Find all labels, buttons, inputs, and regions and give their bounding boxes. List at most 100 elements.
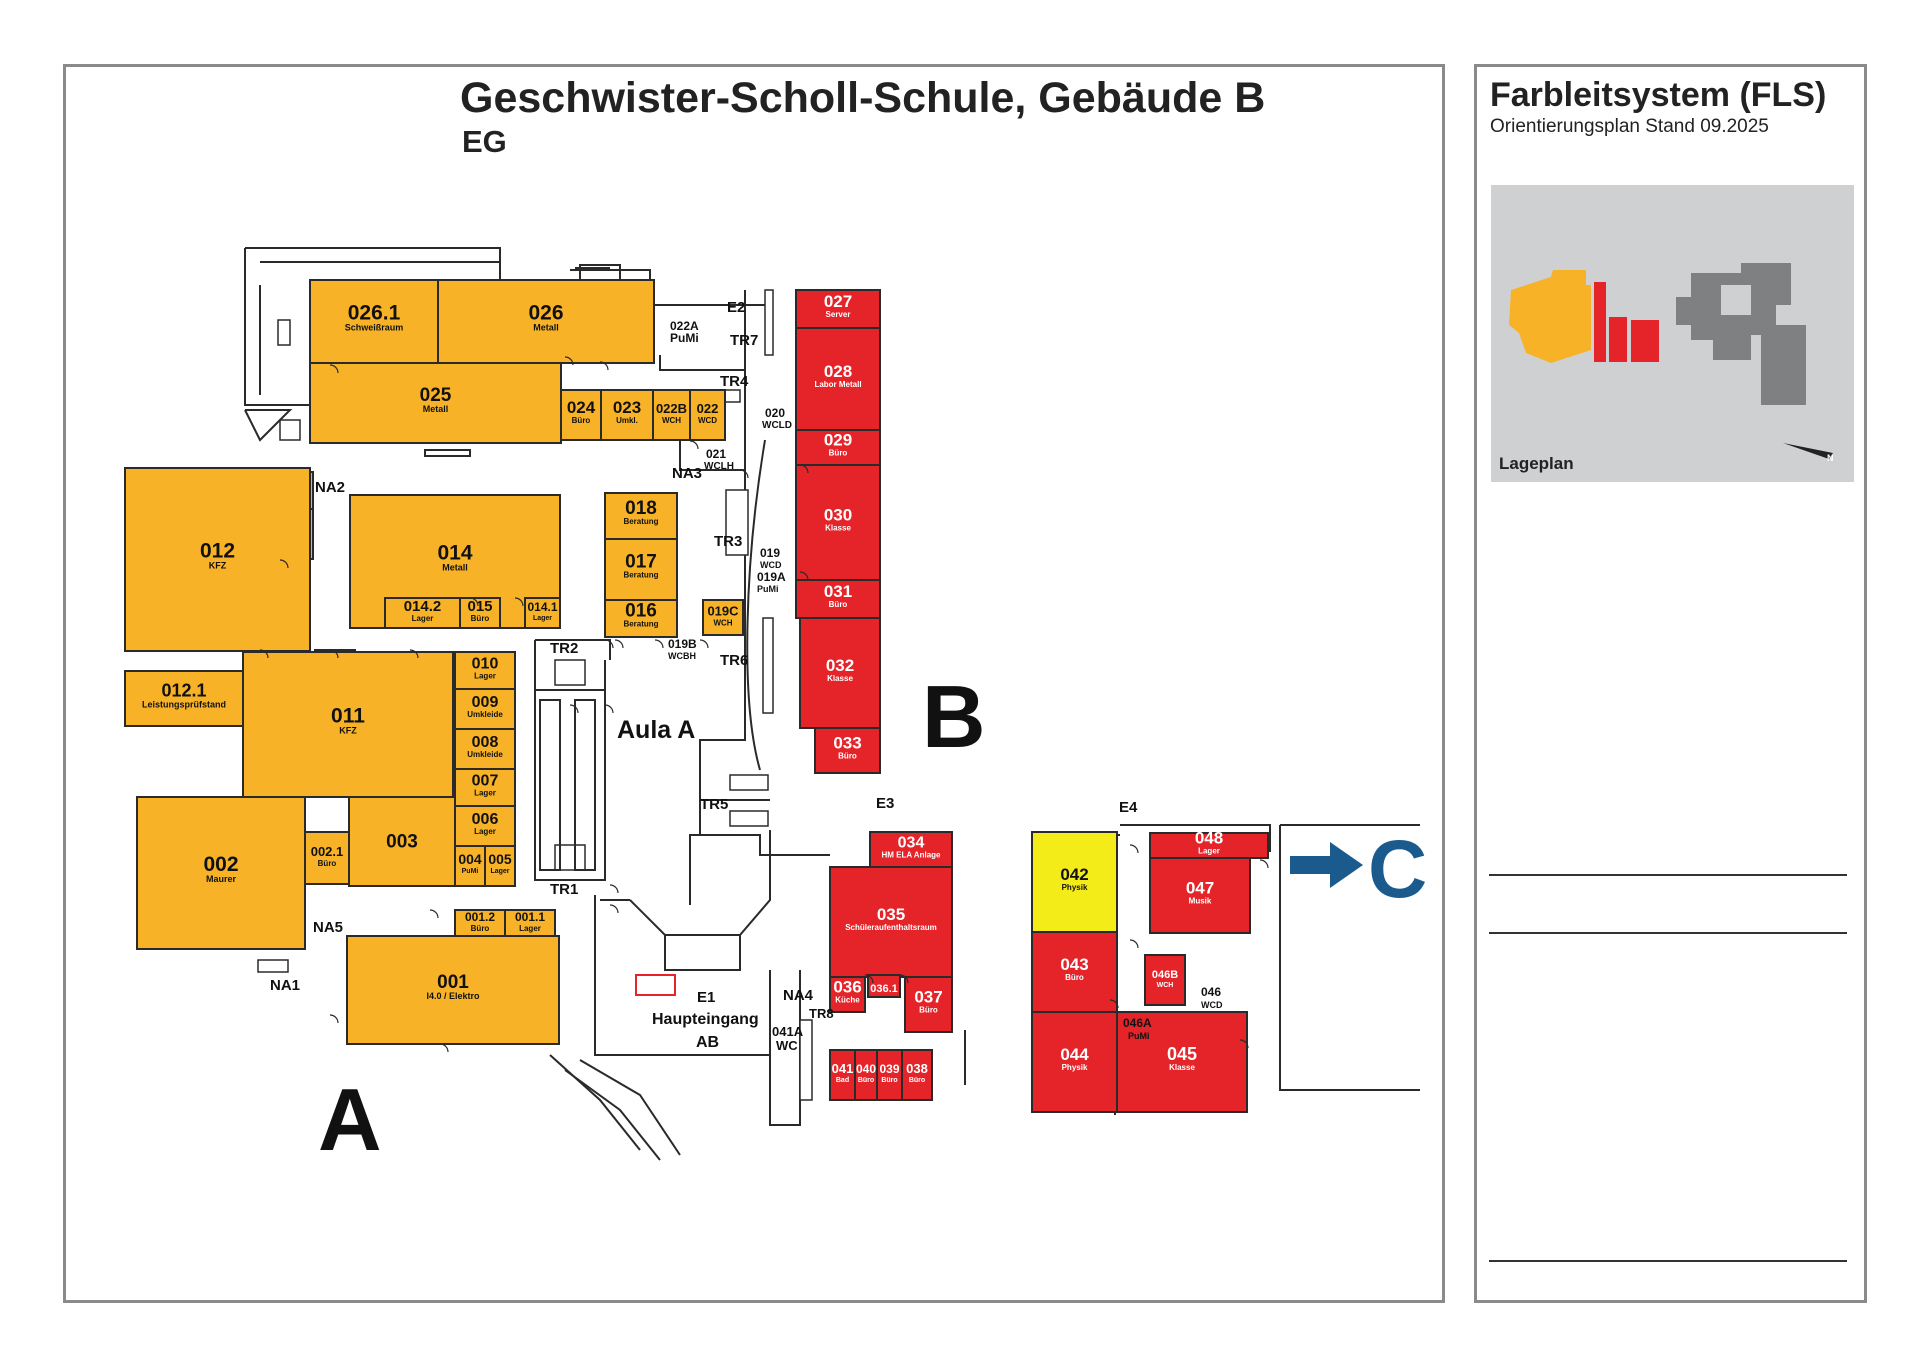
- room-number: 036: [833, 978, 861, 997]
- label-p046-n: WCD: [1201, 1000, 1223, 1010]
- room-name: KFZ: [209, 561, 227, 571]
- label-na5: NA5: [313, 919, 343, 936]
- room-034-area: [869, 831, 953, 868]
- room-number: 014.2: [404, 598, 442, 615]
- room-number: 011: [331, 705, 365, 728]
- room-number: 030: [824, 506, 852, 525]
- room-name: Beratung: [623, 517, 658, 526]
- section-a-label: A: [318, 1070, 382, 1169]
- room-number: 009: [472, 694, 499, 711]
- room-name: Büro: [471, 614, 490, 623]
- label-tr4: TR4: [720, 373, 749, 390]
- room-014.2-area: [384, 597, 461, 629]
- room-number: 010: [472, 656, 499, 673]
- room-044-area: [1031, 1011, 1118, 1113]
- room-024-area: [560, 389, 602, 441]
- room-number: 001: [437, 972, 469, 993]
- door-arc: [564, 356, 574, 366]
- room-002.1-area: [304, 831, 350, 885]
- room-016-area: [604, 599, 678, 638]
- room-011-area: [242, 651, 454, 798]
- room-026.1-area: [309, 279, 439, 364]
- label-p021-n: WCLH: [704, 461, 734, 472]
- door-arc: [689, 440, 699, 450]
- room-032-area: [799, 617, 881, 729]
- room-name: Leistungsprüfstand: [142, 700, 226, 710]
- door-arc: [609, 884, 619, 894]
- door-arc: [654, 639, 664, 649]
- door-arc: [329, 649, 339, 659]
- room-number: 008: [472, 734, 499, 751]
- room-number: 046B: [1152, 969, 1178, 981]
- door-arc: [899, 974, 909, 984]
- site-map-neighbour-buildings: [1676, 263, 1806, 405]
- door-arc: [799, 571, 809, 581]
- label-na4: NA4: [783, 987, 814, 1004]
- room-name: Musik: [1189, 897, 1212, 906]
- room-name: Umkleide: [467, 710, 503, 719]
- door-arc: [614, 639, 624, 649]
- room-number: 014: [437, 542, 472, 565]
- room-number: 022B: [656, 401, 687, 416]
- section-c-label: C: [1368, 824, 1427, 915]
- room-number: 027: [824, 292, 852, 311]
- room-name: Server: [826, 310, 851, 319]
- room-046B-area: [1144, 954, 1186, 1006]
- room-name: Lager: [519, 924, 541, 933]
- label-tr7: TR7: [730, 332, 758, 349]
- room-030-area: [795, 464, 881, 581]
- exterior-outline-top: [244, 247, 610, 457]
- room-name: Lager: [1198, 847, 1220, 856]
- label-p022a: 022A: [670, 319, 699, 333]
- room-name: WCH: [1157, 982, 1174, 989]
- label-tr1: TR1: [550, 881, 578, 898]
- room-name: Büro: [838, 752, 857, 761]
- room-number: 001.1: [515, 910, 545, 924]
- label-p020: 020: [765, 406, 785, 420]
- room-number: 025: [420, 385, 452, 406]
- door-arc: [699, 639, 709, 649]
- annotations: E2TR7TR4022APuMi020WCLD021WCLHNA3TR3019W…: [270, 299, 1223, 1053]
- site-map-label: Lageplan: [1499, 454, 1574, 473]
- room-number: 003: [386, 832, 418, 853]
- room-number: 032: [826, 656, 854, 675]
- floor-label: EG: [462, 124, 507, 159]
- arrow-right-icon: [1290, 842, 1363, 888]
- room-number: 012: [200, 540, 235, 563]
- room-number: 014.1: [527, 600, 557, 614]
- room-number: 041: [832, 1061, 854, 1076]
- room-number: 035: [877, 905, 905, 924]
- room-036-area: [829, 976, 866, 1013]
- room-008-area: [454, 728, 516, 770]
- room-number: 048: [1195, 829, 1223, 848]
- door-arc: [259, 649, 269, 659]
- site-map-drawing: N: [1509, 263, 1834, 463]
- label-e2: E2: [727, 299, 745, 316]
- room-number: 016: [625, 601, 657, 622]
- room-name: Büro: [881, 1077, 897, 1084]
- room-number: 018: [625, 498, 657, 519]
- room-003: 003: [348, 796, 456, 887]
- room-010-area: [454, 651, 516, 690]
- legend-subtitle: Orientierungsplan Stand 09.2025: [1490, 116, 1769, 137]
- room-name: Lager: [533, 615, 552, 622]
- room-name: Lager: [412, 614, 434, 623]
- room-number: 026.1: [348, 302, 401, 325]
- room-number: 043: [1060, 955, 1088, 974]
